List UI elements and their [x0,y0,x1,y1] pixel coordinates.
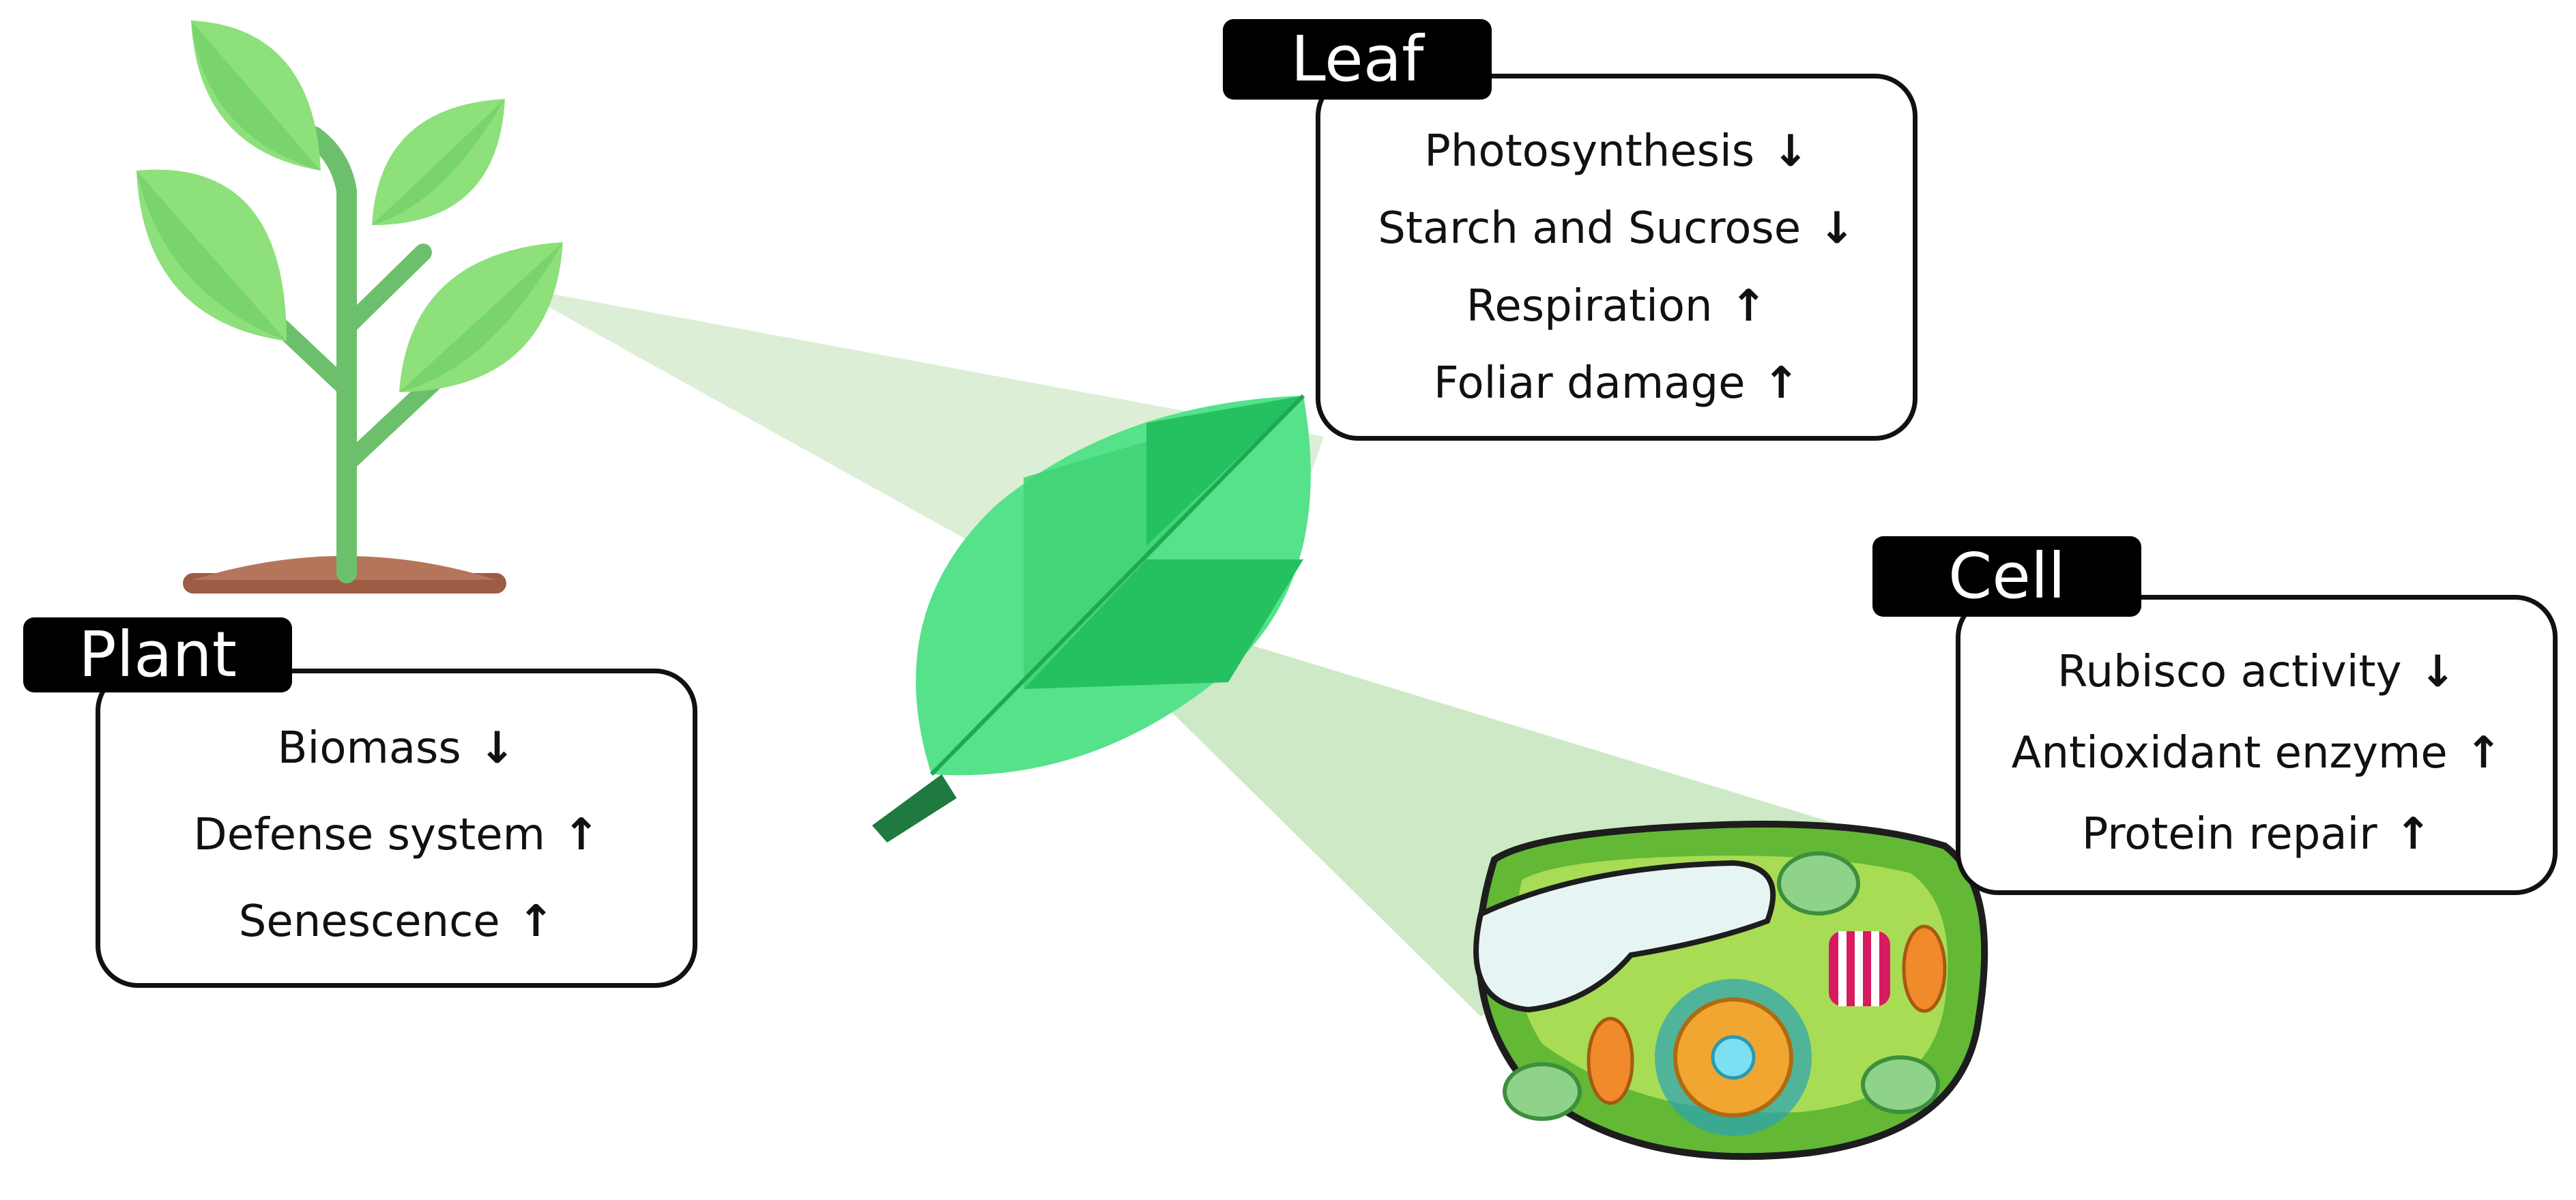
plant-effects-box: Biomass↓ Defense system↑ Senescence↑ [96,669,697,988]
cell-effect-rubisco-activity: Rubisco activity↓ [2057,647,2457,697]
cell-effects-box: Rubisco activity↓ Antioxidant enzyme↑ Pr… [1956,595,2558,895]
leaf-effect-starch-sucrose: Starch and Sucrose↓ [1378,203,1855,254]
leaf-effects-box: Photosynthesis↓ Starch and Sucrose↓ Resp… [1316,74,1917,441]
cell-effect-protein-repair: Protein repair↑ [2081,809,2432,860]
plant-label: Plant [23,617,292,692]
leaf-effect-photosynthesis: Photosynthesis↓ [1424,126,1809,177]
leaf-effect-respiration: Respiration↑ [1466,280,1767,332]
plant-effect-defense-system: Defense system↑ [193,810,600,860]
plant-effect-senescence: Senescence↑ [238,896,555,947]
plant-icon [136,20,563,594]
leaf-icon [872,394,1311,843]
plant-effect-biomass: Biomass↓ [277,723,516,774]
cell-label: Cell [1872,536,2141,617]
leaf-label: Leaf [1223,19,1492,100]
cell-effect-antioxidant-enzyme: Antioxidant enzyme↑ [2011,728,2502,778]
leaf-effect-foliar-damage: Foliar damage↑ [1433,358,1800,409]
plant-cell-icon [1473,821,1988,1160]
